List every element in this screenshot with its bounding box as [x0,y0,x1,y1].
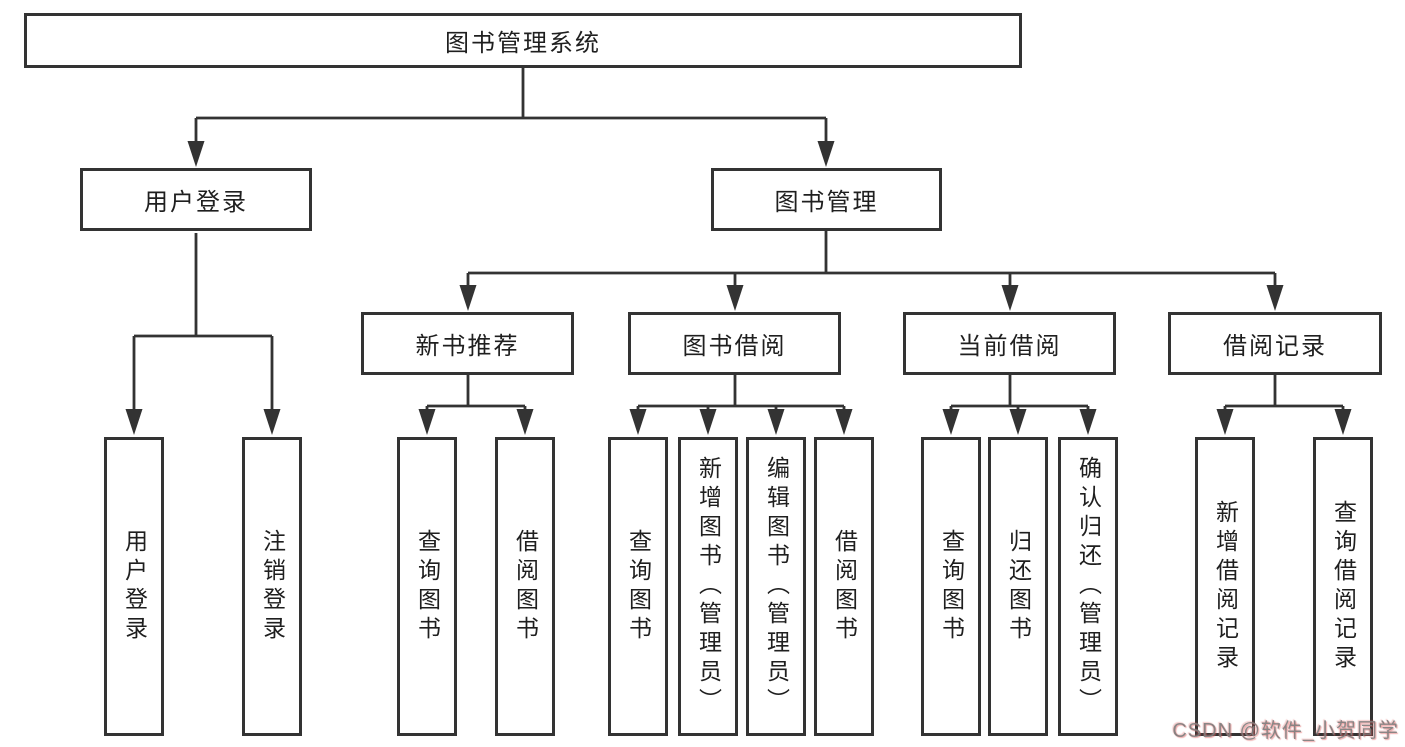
node-borrow-record: 借阅记录 [1168,312,1382,375]
node-new-book-recommend: 新书推荐 [361,312,574,375]
node-user-login: 用户登录 [80,168,312,231]
arrowhead-icon [767,409,785,435]
arrowhead-icon [1001,285,1019,311]
connector-line [466,231,1277,290]
connector-user-login-to-leaves [125,233,281,435]
leaf-add-books-admin: 新增图书（管理员） [678,437,738,736]
arrowhead-icon [629,409,647,435]
connector-borrow-record-to-leaves [1216,375,1352,435]
arrowhead-icon [263,409,281,435]
arrowhead-icon [817,141,835,167]
arrowhead-icon [1009,409,1027,435]
connector-line [636,375,846,414]
csdn-watermark: CSDN @软件_小贺同学 [1172,720,1399,742]
node-current-borrow: 当前借阅 [903,312,1116,375]
arrowhead-icon [187,141,205,167]
leaf-edit-books-admin: 编辑图书（管理员） [746,437,806,736]
leaf-query-borrow-record: 查询借阅记录 [1313,437,1373,736]
arrowhead-icon [1334,409,1352,435]
leaf-query-books-current: 查询图书 [921,437,981,736]
leaf-add-borrow-record: 新增借阅记录 [1195,437,1255,736]
connector-root-to-level2 [187,68,835,167]
connector-line [949,375,1090,414]
node-book-management: 图书管理 [711,168,942,231]
connector-line [132,233,274,414]
connector-line [194,68,828,145]
leaf-confirm-return-admin: 确认归还（管理员） [1058,437,1118,736]
node-root-title: 图书管理系统 [24,13,1022,68]
arrowhead-icon [942,409,960,435]
leaf-user-login: 用户登录 [104,437,164,736]
arrowhead-icon [1266,285,1284,311]
leaf-logout: 注销登录 [242,437,302,736]
arrowhead-icon [835,409,853,435]
connector-book-borrow-to-leaves [629,375,853,435]
leaf-return-books: 归还图书 [988,437,1048,736]
arrowhead-icon [1079,409,1097,435]
connector-new-book-to-leaves [418,375,534,435]
arrowhead-icon [699,409,717,435]
arrowhead-icon [1216,409,1234,435]
leaf-query-books-borrow: 查询图书 [608,437,668,736]
connector-current-borrow-to-leaves [942,375,1097,435]
leaf-borrow-books: 借阅图书 [814,437,874,736]
connector-line [1223,375,1345,414]
arrowhead-icon [726,285,744,311]
connector-book-mgmt-to-level3 [459,231,1284,311]
leaf-query-books-recommend: 查询图书 [397,437,457,736]
leaf-borrow-books-recommend: 借阅图书 [495,437,555,736]
node-book-borrow: 图书借阅 [628,312,841,375]
arrowhead-icon [516,409,534,435]
connector-line [425,375,527,414]
arrowhead-icon [459,285,477,311]
arrowhead-icon [125,409,143,435]
arrowhead-icon [418,409,436,435]
